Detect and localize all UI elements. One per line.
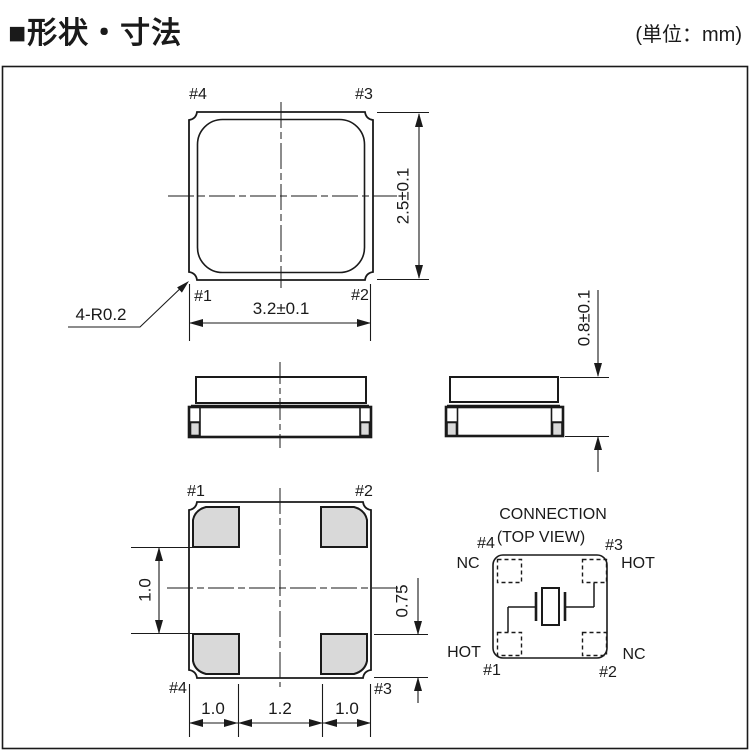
connection-pin-label-4: #4 (477, 535, 495, 552)
corner-radius-leader (68, 281, 189, 328)
crystal-symbol (507, 583, 595, 632)
connection-pin-label-3: #3 (605, 537, 623, 554)
connection-pin-label-2: #2 (599, 664, 617, 681)
bottom-view-pin-label-1: #1 (187, 483, 205, 500)
connection-signal-nc-bottom: NC (622, 646, 646, 663)
bottom-view-dimension-vertical (131, 546, 193, 635)
unit-note: (単位：mm) (635, 24, 742, 46)
connection-signal-nc-top: NC (456, 555, 480, 572)
top-view-pin-label-4: #4 (189, 86, 207, 103)
connection-signal-hot-bottom: HOT (447, 644, 481, 661)
connection-subtitle: (TOP VIEW) (496, 529, 586, 546)
bottom-view-pin-label-3: #3 (374, 681, 392, 698)
bottom-view-vertical-dimension: 1.0 (135, 578, 155, 602)
side-view-front (187, 362, 373, 448)
top-view-width-dimension: 3.2±0.1 (252, 299, 310, 318)
connection-title: CONNECTION (499, 506, 607, 523)
bottom-view-pad-gap-dimension: 1.2 (268, 699, 292, 718)
top-view-dimension-height (377, 111, 429, 281)
bottom-view-pad-width-right-dimension: 1.0 (335, 699, 359, 718)
bottom-view-pin-label-2: #2 (355, 483, 373, 500)
bottom-view-pads (192, 506, 368, 675)
top-view-dimension-width (188, 284, 372, 341)
top-view-height-dimension: 2.5±0.1 (393, 167, 413, 225)
bottom-view-pad-height-dimension: 0.75 (392, 584, 412, 618)
side-view-side (444, 376, 565, 438)
top-view-pin-label-3: #3 (355, 86, 373, 103)
top-view-pin-label-2: #2 (351, 287, 369, 304)
corner-radius-note: 4-R0.2 (75, 305, 127, 324)
bottom-view-pad-width-left-dimension: 1.0 (201, 699, 225, 718)
top-view-centerlines (168, 102, 397, 288)
side-view-dimension-height (560, 290, 609, 472)
bottom-view-outline (188, 501, 372, 679)
drawing-frame (1, 65, 749, 750)
bottom-view-centerlines (167, 488, 399, 687)
side-view-height-dimension: 0.8±0.1 (574, 289, 594, 347)
connection-signal-hot-top: HOT (621, 555, 655, 572)
top-view-pin-label-1: #1 (194, 288, 212, 305)
page-title: ■形状・寸法 (8, 17, 183, 50)
connection-diagram (492, 554, 608, 659)
bottom-view-dimension-pad-height (374, 578, 428, 703)
bottom-view-dimension-chain (188, 684, 372, 737)
connection-pin-label-1: #1 (483, 662, 501, 679)
bottom-view-pin-label-4: #4 (169, 680, 187, 697)
